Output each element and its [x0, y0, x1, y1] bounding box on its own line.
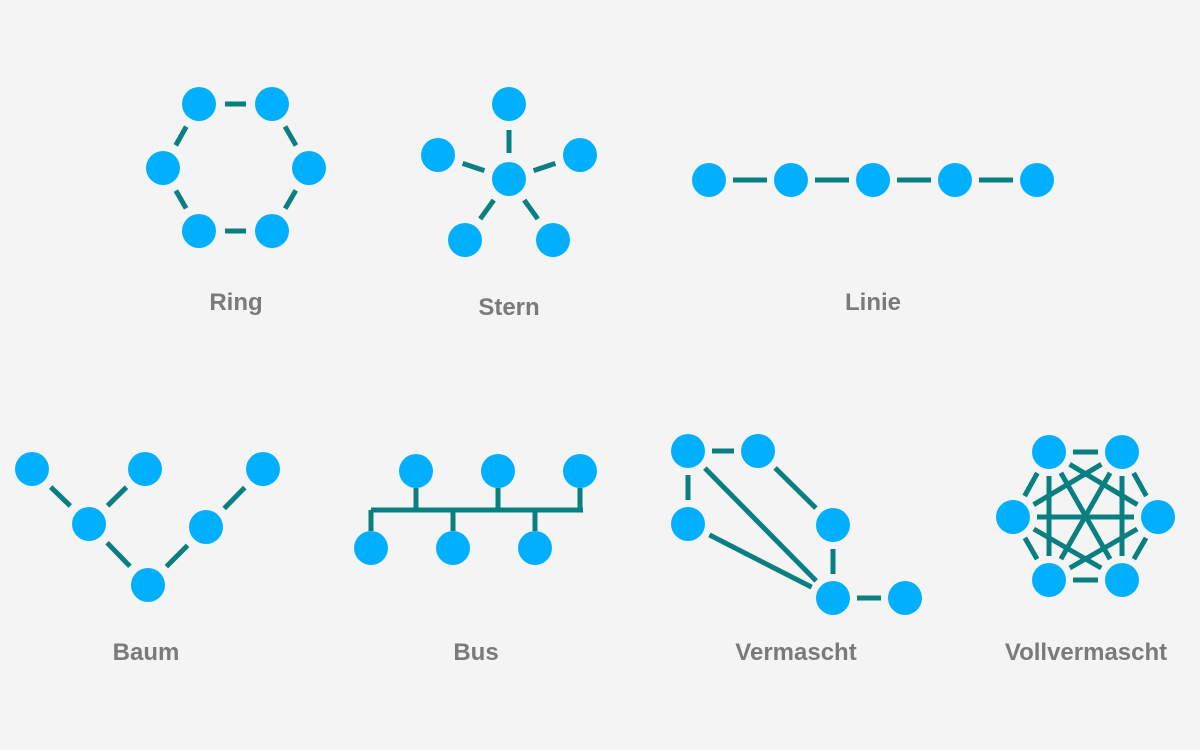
baum-node-1 — [15, 452, 49, 486]
vollvermascht-edge — [1022, 471, 1040, 498]
ring-node-3 — [292, 151, 326, 185]
vollvermascht-node-4 — [1105, 563, 1139, 597]
label-vermascht: Vermascht — [735, 639, 857, 666]
vollvermascht-edge — [1032, 526, 1103, 571]
linie-node-5 — [1020, 163, 1054, 197]
vermascht-node-2 — [741, 434, 775, 468]
baum-node-5 — [189, 510, 223, 544]
stern-edge — [478, 198, 496, 221]
baum-edge — [105, 485, 129, 508]
baum-node-4 — [72, 507, 106, 541]
label-stern: Stern — [478, 294, 540, 321]
ring-edge — [173, 125, 189, 147]
stern-topology — [421, 87, 597, 257]
linie-node-3 — [856, 163, 890, 197]
label-ring: Ring — [209, 289, 263, 316]
vermascht-edge — [703, 466, 818, 583]
stern-node-1 — [492, 162, 526, 196]
baum-topology — [15, 452, 280, 602]
stern-node-3 — [563, 138, 597, 172]
baum-node-3 — [246, 452, 280, 486]
bus-topology — [354, 454, 597, 565]
ring-node-2 — [255, 87, 289, 121]
baum-node-6 — [131, 568, 165, 602]
vollvermascht-edge — [1032, 462, 1103, 507]
ring-topology — [146, 87, 326, 248]
ring-node-1 — [182, 87, 216, 121]
bus-node-2 — [481, 454, 515, 488]
bus-node-5 — [436, 531, 470, 565]
ring-node-5 — [182, 214, 216, 248]
bus-node-6 — [518, 531, 552, 565]
vermascht-node-3 — [671, 507, 705, 541]
label-linie: Linie — [844, 289, 902, 316]
baum-edge — [164, 543, 190, 569]
vollvermascht-edge — [1022, 536, 1040, 561]
ring-edge — [173, 189, 189, 210]
ring-node-6 — [146, 151, 180, 185]
stern-node-2 — [492, 87, 526, 121]
stern-node-4 — [536, 223, 570, 257]
vermascht-topology — [671, 434, 922, 615]
linie-node-4 — [938, 163, 972, 197]
vollvermascht-edge — [1131, 536, 1149, 561]
bus-node-3 — [563, 454, 597, 488]
vermascht-node-5 — [816, 581, 850, 615]
vermascht-node-6 — [888, 581, 922, 615]
vermascht-node-4 — [816, 508, 850, 542]
bus-node-4 — [354, 531, 388, 565]
stern-edge — [532, 160, 557, 174]
baum-edge — [105, 540, 132, 569]
linie-node-2 — [774, 163, 808, 197]
vollvermascht-topology — [996, 435, 1175, 597]
ring-node-4 — [255, 214, 289, 248]
vollvermascht-node-5 — [1032, 563, 1066, 597]
vollvermascht-node-6 — [996, 500, 1030, 534]
baum-node-2 — [128, 452, 162, 486]
stern-node-5 — [448, 223, 482, 257]
vollvermascht-edge — [1068, 526, 1139, 571]
baum-edge — [222, 485, 247, 511]
bus-node-1 — [399, 454, 433, 488]
label-baum: Baum — [112, 639, 180, 666]
vollvermascht-node-3 — [1141, 500, 1175, 534]
stern-node-6 — [421, 138, 455, 172]
label-vollvermascht: Vollvermascht — [1004, 639, 1168, 666]
stern-edge — [461, 160, 486, 174]
vermascht-edge — [773, 466, 818, 510]
linie-topology — [692, 163, 1054, 197]
stern-edge — [522, 198, 540, 221]
vermascht-node-1 — [671, 434, 705, 468]
vollvermascht-node-2 — [1105, 435, 1139, 469]
ring-edge — [283, 189, 298, 210]
vollvermascht-node-1 — [1032, 435, 1066, 469]
label-bus: Bus — [453, 639, 499, 666]
baum-edge — [48, 485, 73, 508]
linie-node-1 — [692, 163, 726, 197]
vermascht-edge — [708, 532, 813, 590]
ring-edge — [282, 125, 299, 147]
vollvermascht-edge — [1131, 471, 1149, 498]
